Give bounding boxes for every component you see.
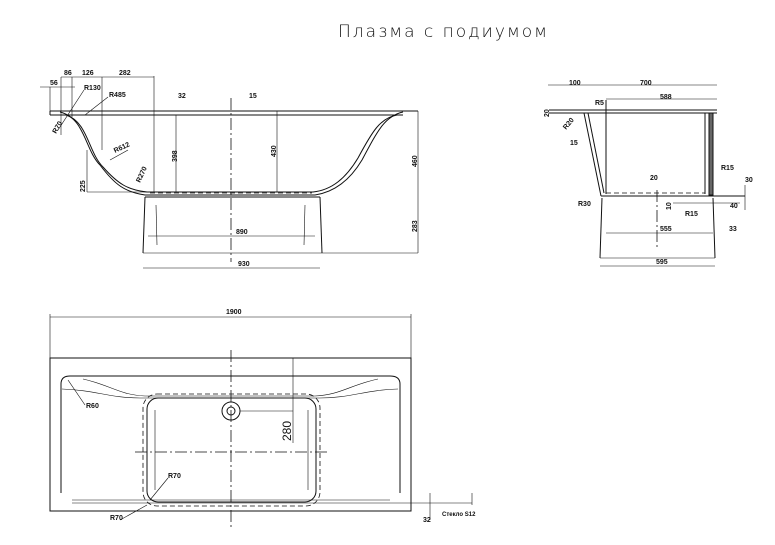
- dim-398: 398: [172, 150, 179, 162]
- dim-r70-inner: R70: [168, 473, 181, 480]
- drawing-title: Плазма с подиумом: [338, 22, 549, 42]
- dim-555: 555: [660, 226, 672, 233]
- dim-1900: 1900: [226, 309, 242, 316]
- dim-32: 32: [423, 517, 431, 524]
- dim-930: 930: [238, 261, 250, 268]
- dim-r612: R612: [113, 141, 131, 154]
- side-view: 100 700 588 20 R5 R20 15 20 10 R15 R15 3…: [544, 80, 753, 267]
- dim-126: 126: [82, 70, 94, 77]
- dim-r270: R270: [135, 166, 148, 184]
- dim-700: 700: [640, 80, 652, 87]
- dim-595: 595: [656, 259, 668, 266]
- dim-430: 430: [271, 145, 278, 157]
- dim-283: 283: [412, 220, 419, 232]
- dim-r70-outer: R70: [110, 515, 123, 522]
- dim-r60: R60: [86, 403, 99, 410]
- dim-225: 225: [80, 180, 87, 192]
- dim-30: 30: [745, 177, 753, 184]
- dim-15: 15: [249, 93, 257, 100]
- dim-r30: R30: [578, 201, 591, 208]
- dim-86: 86: [64, 70, 72, 77]
- dim-r70: R70: [52, 120, 65, 135]
- dim-15: 15: [570, 140, 578, 147]
- glass-label: Стекло S12: [442, 512, 476, 518]
- dim-20: 20: [544, 109, 551, 117]
- dim-460: 460: [412, 155, 419, 167]
- dim-r130: R130: [84, 85, 101, 92]
- dim-r5: R5: [595, 100, 604, 107]
- dim-r15-bottom: R15: [685, 211, 698, 218]
- dim-32: 32: [178, 93, 186, 100]
- dim-282: 282: [119, 70, 131, 77]
- dim-10: 10: [666, 202, 673, 210]
- dim-33: 33: [729, 226, 737, 233]
- dim-280: 280: [280, 421, 294, 441]
- dim-100: 100: [569, 80, 581, 87]
- dim-r15-top: R15: [721, 165, 734, 172]
- dim-40: 40: [730, 203, 738, 210]
- front-view: 56 86 126 282 32 15 R130 R485 R70 R612 R…: [40, 70, 419, 269]
- dim-56: 56: [50, 80, 58, 87]
- dim-r485: R485: [109, 92, 126, 99]
- dim-890: 890: [236, 229, 248, 236]
- dim-r20: R20: [562, 117, 576, 131]
- dim-588: 588: [660, 94, 672, 101]
- plan-view: R60 1900 280 R70 R70 32 Стекло S12: [49, 309, 476, 528]
- dim-20b: 20: [650, 175, 658, 182]
